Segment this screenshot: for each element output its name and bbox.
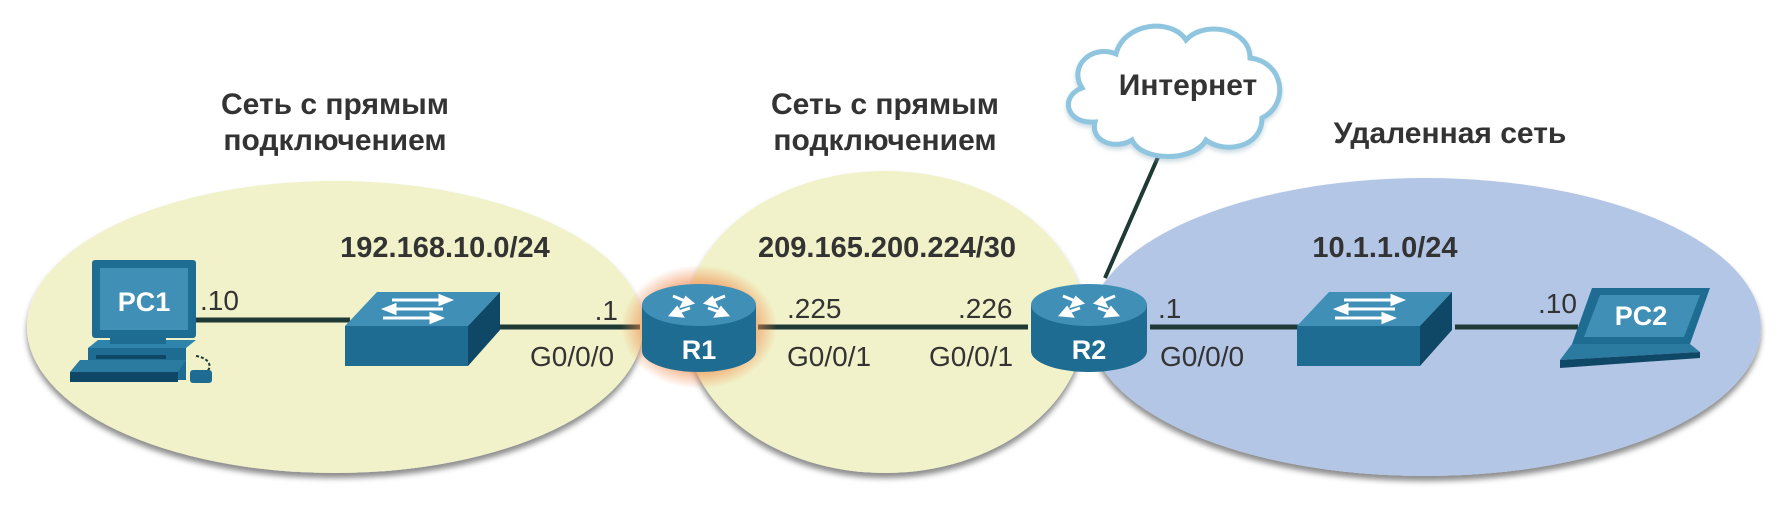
r1-interface-left: G0/0/0 [530,341,614,372]
r2-ip-right: .1 [1158,293,1181,324]
middle-network-title-line2: подключением [773,124,996,157]
r2-if-left-clip: G0/0/1 [929,341,1013,372]
switch-icon [1297,292,1452,366]
r1-ip-right: .225 [787,293,842,324]
r2-interface-right: G0/0/0 [1160,341,1244,372]
r1-label: R1 [682,335,717,365]
right-network-title: Удаленная сеть [1334,117,1567,150]
r2-ip-left: .226 [958,293,1013,324]
pc2-label: PC2 [1615,301,1668,331]
pc1-label: PC1 [118,287,171,317]
left-network-title-line1: Сеть с прямым [221,88,449,121]
r1-ip-left: .1 [595,295,618,326]
r1-if-left-clip: G0/0/0 [530,341,614,372]
pc1-device[interactable]: PC1 [70,260,212,383]
internet-cloud [1065,23,1283,159]
left-network-zone [27,181,643,473]
middle-network-address: 209.165.200.224/30 [758,232,1016,264]
pc1-ip: .10 [200,285,239,316]
switch2-device[interactable] [1297,292,1452,366]
r2-device[interactable]: R2 [1031,284,1147,372]
middle-network-zone [685,171,1085,473]
router-icon [642,284,756,372]
router-icon [1031,284,1147,372]
switch1-device[interactable] [345,292,500,366]
internet-label: Интернет [1119,69,1258,102]
r2-label: R2 [1072,335,1107,365]
r2-interface-left: G0/0/1 [929,341,1013,372]
right-network-address: 10.1.1.0/24 [1312,232,1457,264]
laptop-icon [1560,288,1710,368]
pc2-ip: .10 [1538,288,1577,319]
left-network-address: 192.168.10.0/24 [340,232,550,264]
switch-icon [345,292,500,366]
r1-device[interactable]: R1 [621,265,777,389]
left-network-title-line2: подключением [223,124,446,157]
links [195,147,1578,330]
desktop-computer-icon [70,260,212,383]
cloud-icon [1065,23,1283,159]
middle-network-title-line1: Сеть с прямым [771,88,999,121]
link-r2-internet [1103,147,1164,279]
middle-network-address-clip: 209.165.200.224/30 [758,232,1016,264]
r1-interface-right: G0/0/1 [787,341,871,372]
pc2-device[interactable]: PC2 [1560,288,1710,368]
